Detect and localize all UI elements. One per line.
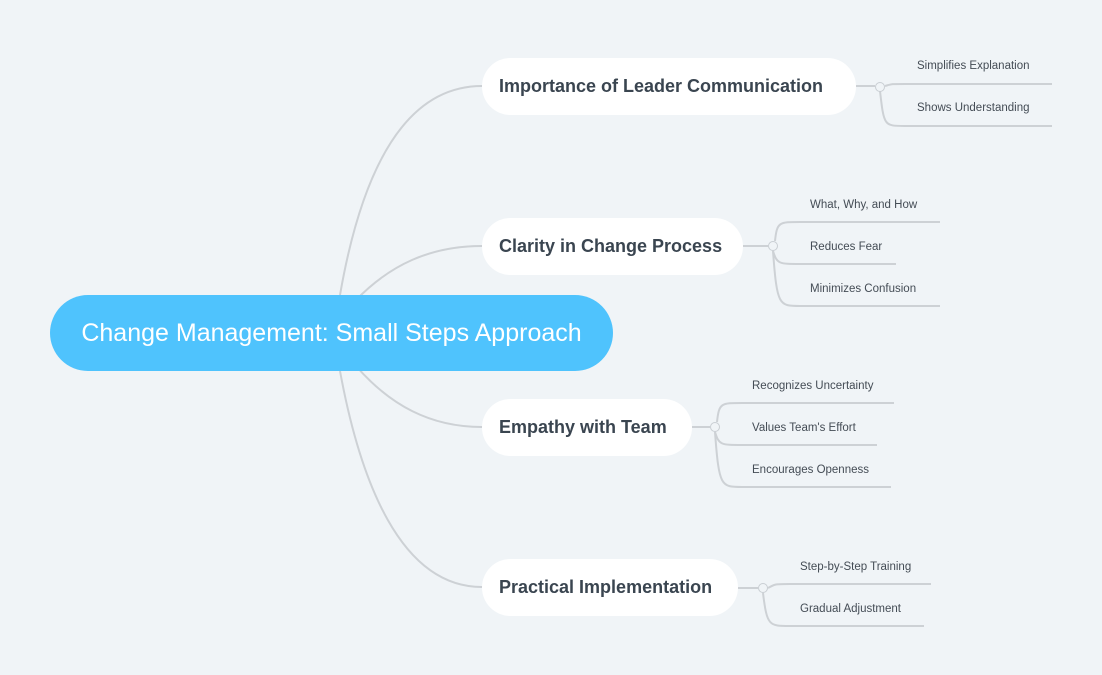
leaf-topic[interactable]: What, Why, and How	[810, 199, 918, 211]
collapse-toggle[interactable]	[768, 241, 778, 251]
branch-topic-empathy[interactable]: Empathy with Team	[482, 399, 692, 456]
branch-topic-clarity[interactable]: Clarity in Change Process	[482, 218, 743, 275]
leaf-topic[interactable]: Simplifies Explanation	[917, 60, 1030, 72]
connector-root-branch	[355, 245, 483, 301]
connector-leaf	[879, 90, 1052, 127]
collapse-toggle[interactable]	[758, 583, 768, 593]
branch-topic-leader-communication[interactable]: Importance of Leader Communication	[482, 58, 856, 115]
leaf-topic[interactable]: Reduces Fear	[810, 241, 883, 253]
connector-root-branch	[339, 370, 483, 588]
leaf-topic[interactable]: Recognizes Uncertainty	[752, 380, 874, 392]
leaf-topic[interactable]: Step-by-Step Training	[800, 561, 912, 573]
connector-leaf	[767, 583, 931, 589]
leaf-topic[interactable]: Encourages Openness	[752, 464, 869, 476]
connector-leaf	[762, 592, 924, 627]
collapse-toggle[interactable]	[875, 82, 885, 92]
leaf-topic[interactable]: Shows Understanding	[917, 102, 1030, 114]
branch-topic-implementation[interactable]: Practical Implementation	[482, 559, 738, 616]
collapse-toggle[interactable]	[710, 422, 720, 432]
leaf-topic[interactable]: Minimizes Confusion	[810, 283, 917, 295]
connector-leaf	[714, 431, 891, 488]
connector-leaf	[884, 83, 1052, 87]
connector-root-branch	[355, 365, 483, 428]
leaf-topic[interactable]: Gradual Adjustment	[800, 603, 902, 615]
root-topic[interactable]: Change Management: Small Steps Approach	[50, 295, 613, 371]
connector-leaf	[772, 250, 940, 307]
connector-leaf	[774, 221, 940, 242]
leaf-topic[interactable]: Values Team's Effort	[752, 422, 856, 434]
connector-root-branch	[339, 85, 483, 296]
connector-leaf	[716, 402, 894, 423]
